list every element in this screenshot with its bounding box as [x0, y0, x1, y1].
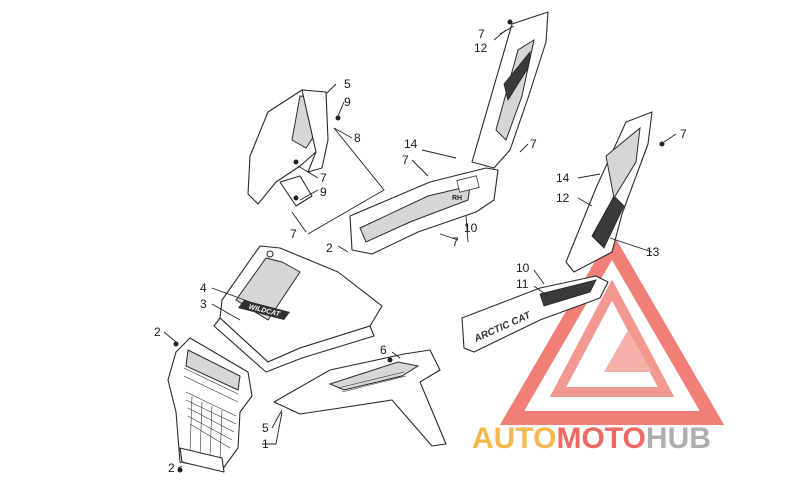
callout-6: 6	[380, 343, 387, 357]
watermark-auto: AUTO	[472, 422, 556, 455]
svg-text:AUTOMOTOHUB: AUTOMOTOHUB	[472, 422, 711, 455]
callout-14-side: 14	[404, 137, 418, 151]
svg-text:RH: RH	[452, 195, 462, 202]
callout-8: 8	[354, 131, 361, 145]
callout-7-panel-left: 7	[402, 153, 409, 167]
left-upper-panel-part	[247, 89, 341, 207]
callout-7-side-a: 7	[320, 171, 327, 185]
watermark-logo	[499, 232, 725, 425]
right-lower-panel-part: RH	[349, 167, 499, 255]
callout-9-lower: 9	[320, 185, 327, 199]
callout-7-lower: 7	[452, 235, 459, 249]
callout-13: 13	[646, 245, 660, 259]
callout-10-decal: 10	[516, 261, 530, 275]
callout-10-side: 10	[464, 221, 478, 235]
watermark-hub: HUB	[646, 422, 711, 455]
lower-decal-panel-part: ARCTIC CAT	[461, 275, 609, 353]
callout-2-panel: 2	[326, 241, 333, 255]
callout-4: 4	[200, 281, 207, 295]
callout-7-top: 7	[478, 27, 485, 41]
watermark-triangle-core	[604, 330, 652, 372]
callout-12-rear: 12	[556, 191, 570, 205]
fastener-6	[387, 357, 393, 363]
callout-12-top: 12	[474, 41, 488, 55]
callout-9-upper: 9	[344, 95, 351, 109]
rear-decal-panel-part	[565, 111, 665, 273]
right-fender-part	[273, 349, 447, 447]
watermark-wordmark: AUTOMOTOHUB	[472, 422, 711, 455]
callout-1: 1	[262, 437, 269, 451]
leader-lines	[163, 25, 677, 469]
callout-14-rear: 14	[556, 171, 570, 185]
callout-11: 11	[516, 277, 529, 291]
callout-3: 3	[200, 297, 207, 311]
callout-7-panel-right: 7	[530, 137, 537, 151]
callout-2-grille-bottom: 2	[168, 461, 175, 475]
callout-2-grille-top: 2	[154, 325, 161, 339]
watermark-triangle-inner	[549, 279, 675, 397]
watermark-moto: MOTO	[556, 422, 645, 455]
watermark-triangle-outer	[499, 232, 725, 425]
callout-5-lower: 5	[262, 421, 269, 435]
callout-labels: 1 2 2 2 3 4 5 5 6 7 7 7 7 7 7 7 7 8 9 9 …	[154, 27, 687, 475]
callout-7-rear: 7	[680, 127, 687, 141]
callout-7-side-b: 7	[290, 227, 297, 241]
callout-5-upper: 5	[344, 77, 351, 91]
front-grille-part	[167, 337, 253, 473]
hood-part: WILDCAT	[213, 245, 383, 373]
right-upper-panel-part	[471, 11, 549, 169]
